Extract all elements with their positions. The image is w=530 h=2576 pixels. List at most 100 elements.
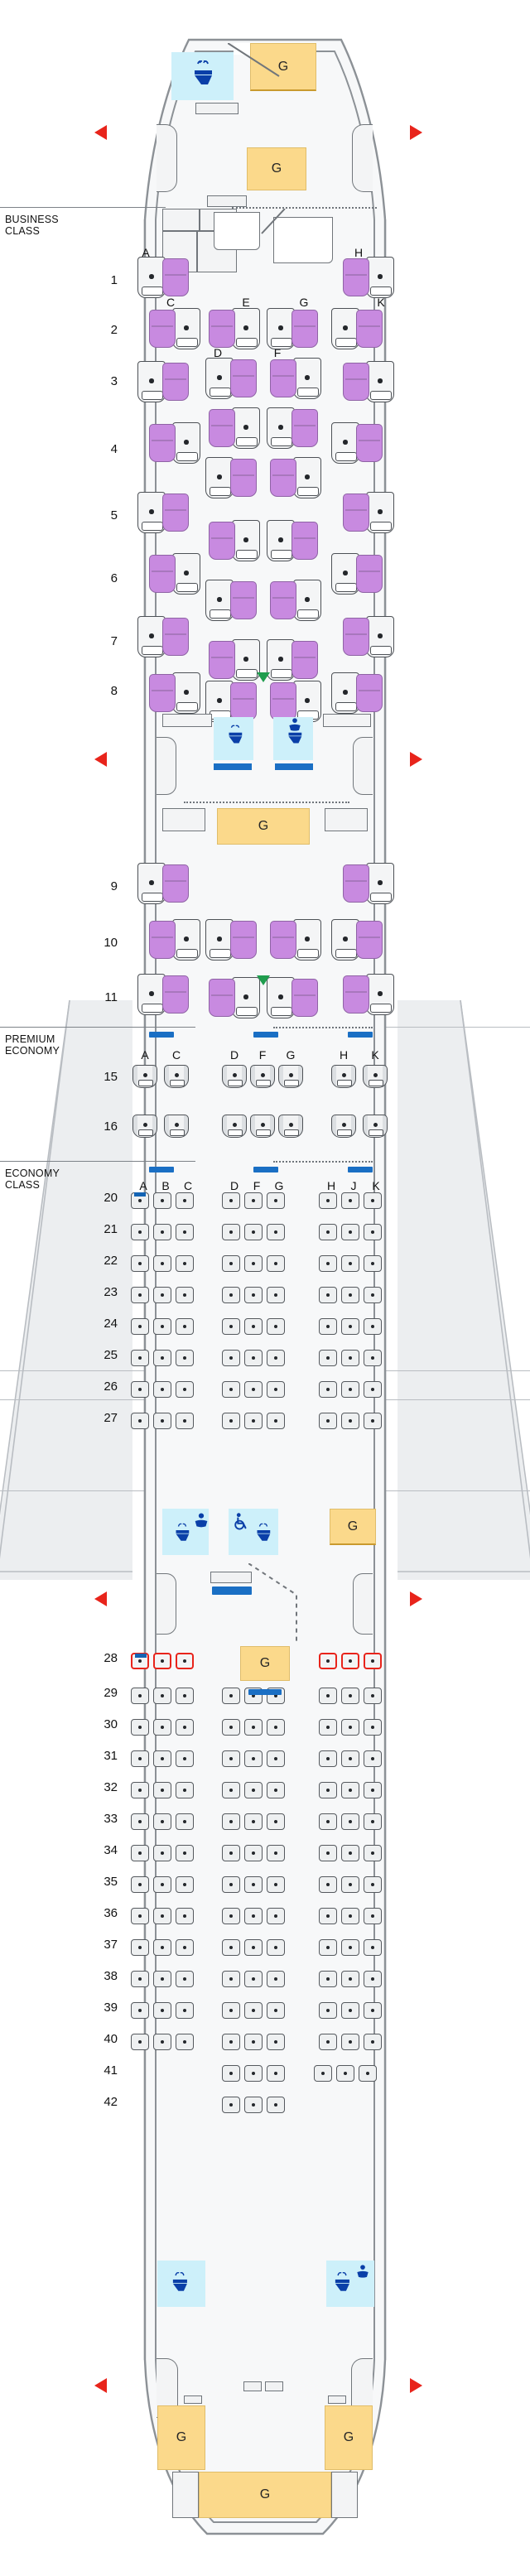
economy-seat-28H[interactable]: [319, 1653, 337, 1669]
pe-seat-15H[interactable]: [331, 1065, 356, 1088]
economy-seat-32K[interactable]: [364, 1782, 382, 1798]
economy-seat-33G[interactable]: [267, 1813, 285, 1830]
economy-seat-27J[interactable]: [341, 1413, 359, 1429]
business-seat-4C[interactable]: [149, 422, 200, 464]
pe-seat-16F[interactable]: [250, 1115, 275, 1138]
economy-seat-23A[interactable]: [131, 1287, 149, 1303]
economy-seat-36G[interactable]: [267, 1908, 285, 1924]
business-seat-8C[interactable]: [149, 672, 200, 714]
economy-seat-34A[interactable]: [131, 1845, 149, 1861]
business-seat-2F[interactable]: [270, 358, 321, 399]
economy-seat-21K[interactable]: [364, 1224, 382, 1240]
economy-seat-37J[interactable]: [341, 1939, 359, 1956]
economy-seat-21H[interactable]: [319, 1224, 337, 1240]
economy-seat-42G[interactable]: [267, 2097, 285, 2113]
economy-seat-33A[interactable]: [131, 1813, 149, 1830]
economy-seat-23D[interactable]: [222, 1287, 240, 1303]
economy-seat-25F[interactable]: [244, 1350, 263, 1366]
economy-seat-23B[interactable]: [153, 1287, 171, 1303]
business-seat-3G[interactable]: [267, 407, 318, 449]
economy-seat-23J[interactable]: [341, 1287, 359, 1303]
economy-seat-20K[interactable]: [364, 1192, 382, 1209]
business-seat-5E[interactable]: [209, 520, 260, 561]
economy-seat-37F[interactable]: [244, 1939, 263, 1956]
economy-seat-40A[interactable]: [131, 2034, 149, 2050]
economy-seat-38K[interactable]: [364, 1971, 382, 1987]
pe-seat-16K[interactable]: [363, 1115, 388, 1138]
economy-seat-20G[interactable]: [267, 1192, 285, 1209]
economy-seat-41G[interactable]: [267, 2065, 285, 2082]
economy-seat-24G[interactable]: [267, 1318, 285, 1335]
economy-seat-29K[interactable]: [364, 1688, 382, 1704]
economy-seat-26F[interactable]: [244, 1381, 263, 1398]
economy-seat-24H[interactable]: [319, 1318, 337, 1335]
economy-seat-22D[interactable]: [222, 1255, 240, 1272]
business-seat-6C[interactable]: [149, 553, 200, 595]
economy-seat-26A[interactable]: [131, 1381, 149, 1398]
economy-seat-28A[interactable]: [131, 1653, 149, 1669]
economy-seat-20B[interactable]: [153, 1192, 171, 1209]
economy-seat-41J[interactable]: [336, 2065, 354, 2082]
economy-seat-26D[interactable]: [222, 1381, 240, 1398]
economy-seat-20C[interactable]: [176, 1192, 194, 1209]
economy-seat-39G[interactable]: [267, 2002, 285, 2019]
business-seat-6H[interactable]: [331, 553, 383, 595]
economy-seat-20H[interactable]: [319, 1192, 337, 1209]
business-seat-9A[interactable]: [137, 863, 189, 904]
economy-seat-27G[interactable]: [267, 1413, 285, 1429]
economy-seat-32A[interactable]: [131, 1782, 149, 1798]
economy-seat-33J[interactable]: [341, 1813, 359, 1830]
economy-seat-36J[interactable]: [341, 1908, 359, 1924]
pe-seat-15G[interactable]: [278, 1065, 303, 1088]
business-seat-9K[interactable]: [343, 863, 394, 904]
economy-seat-23F[interactable]: [244, 1287, 263, 1303]
economy-seat-40D[interactable]: [222, 2034, 240, 2050]
economy-seat-41F[interactable]: [244, 2065, 263, 2082]
economy-seat-35B[interactable]: [153, 1876, 171, 1893]
economy-seat-30D[interactable]: [222, 1719, 240, 1736]
economy-seat-38H[interactable]: [319, 1971, 337, 1987]
economy-seat-37K[interactable]: [364, 1939, 382, 1956]
economy-seat-35G[interactable]: [267, 1876, 285, 1893]
economy-seat-31D[interactable]: [222, 1750, 240, 1767]
economy-seat-42F[interactable]: [244, 2097, 263, 2113]
economy-seat-22K[interactable]: [364, 1255, 382, 1272]
economy-seat-34C[interactable]: [176, 1845, 194, 1861]
economy-seat-21C[interactable]: [176, 1224, 194, 1240]
economy-seat-32C[interactable]: [176, 1782, 194, 1798]
economy-seat-25G[interactable]: [267, 1350, 285, 1366]
economy-seat-27A[interactable]: [131, 1413, 149, 1429]
business-seat-6F[interactable]: [270, 580, 321, 621]
economy-seat-30A[interactable]: [131, 1719, 149, 1736]
economy-seat-37A[interactable]: [131, 1939, 149, 1956]
economy-seat-39F[interactable]: [244, 2002, 263, 2019]
economy-seat-20D[interactable]: [222, 1192, 240, 1209]
business-seat-5K[interactable]: [343, 492, 394, 533]
economy-seat-33C[interactable]: [176, 1813, 194, 1830]
economy-seat-40K[interactable]: [364, 2034, 382, 2050]
economy-seat-39A[interactable]: [131, 2002, 149, 2019]
business-seat-10C[interactable]: [149, 919, 200, 961]
economy-seat-27H[interactable]: [319, 1413, 337, 1429]
economy-seat-41K[interactable]: [359, 2065, 377, 2082]
economy-seat-27B[interactable]: [153, 1413, 171, 1429]
business-seat-3E[interactable]: [209, 407, 260, 449]
economy-seat-37B[interactable]: [153, 1939, 171, 1956]
economy-seat-22G[interactable]: [267, 1255, 285, 1272]
business-seat-10F[interactable]: [270, 919, 321, 961]
economy-seat-39C[interactable]: [176, 2002, 194, 2019]
economy-seat-30G[interactable]: [267, 1719, 285, 1736]
economy-seat-41H[interactable]: [314, 2065, 332, 2082]
economy-seat-35J[interactable]: [341, 1876, 359, 1893]
business-seat-4H[interactable]: [331, 422, 383, 464]
economy-seat-25H[interactable]: [319, 1350, 337, 1366]
economy-seat-33K[interactable]: [364, 1813, 382, 1830]
economy-seat-38G[interactable]: [267, 1971, 285, 1987]
economy-seat-39K[interactable]: [364, 2002, 382, 2019]
economy-seat-30F[interactable]: [244, 1719, 263, 1736]
economy-seat-31K[interactable]: [364, 1750, 382, 1767]
pe-seat-16G[interactable]: [278, 1115, 303, 1138]
economy-seat-25B[interactable]: [153, 1350, 171, 1366]
economy-seat-35K[interactable]: [364, 1876, 382, 1893]
business-seat-8H[interactable]: [331, 672, 383, 714]
